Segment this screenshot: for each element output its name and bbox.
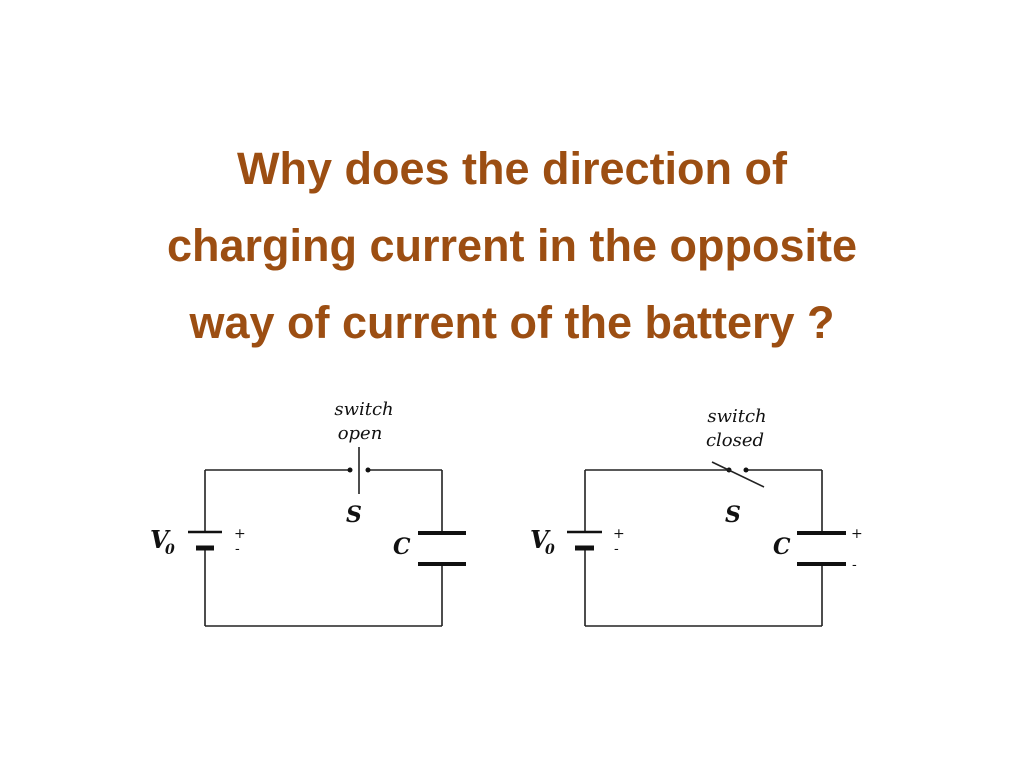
circuit2-switch-note-line1: switch: [707, 406, 766, 427]
title-line-1: Why does the direction of: [236, 143, 788, 194]
circuit2-switch-note-line2: closed: [706, 430, 764, 451]
circuit1-battery-plus: +: [234, 526, 246, 542]
circuit1-capacitor-label: C: [393, 534, 411, 560]
circuit2-battery-subscript: 0: [545, 542, 555, 558]
circuit2-capacitor-plus: +: [851, 526, 863, 542]
circuit-closed-switch: switch closed S V 0 + - C + -: [530, 406, 863, 627]
circuit2-battery-plus: +: [613, 526, 625, 542]
circuit1-switch-contact-left: [347, 467, 353, 473]
circuit1-battery-minus: -: [235, 541, 240, 557]
circuit2-switch-contact-right: [743, 467, 749, 473]
circuit2-battery-minus: -: [614, 541, 619, 557]
circuit1-battery-label: V: [150, 525, 171, 554]
circuit1-switch-note-line2: open: [338, 423, 383, 444]
circuit2-switch-blade: [711, 461, 765, 488]
circuit1-switch-contact-right: [365, 467, 371, 473]
title-line-3: way of current of the battery ?: [189, 297, 835, 348]
circuit2-switch-label: S: [725, 502, 741, 528]
circuit-open-switch: switch open S V 0 + - C: [150, 399, 466, 627]
circuit1-switch-label: S: [346, 502, 362, 528]
circuit1-battery-subscript: 0: [165, 542, 175, 558]
title-line-2: charging current in the opposite: [166, 220, 858, 271]
circuit1-switch-note-line1: switch: [334, 399, 393, 420]
circuit2-capacitor-minus: -: [852, 557, 857, 573]
slide-title: Why does the direction of charging curre…: [0, 130, 1024, 361]
circuit2-battery-label: V: [530, 525, 551, 554]
circuit2-capacitor-label: C: [773, 534, 791, 560]
